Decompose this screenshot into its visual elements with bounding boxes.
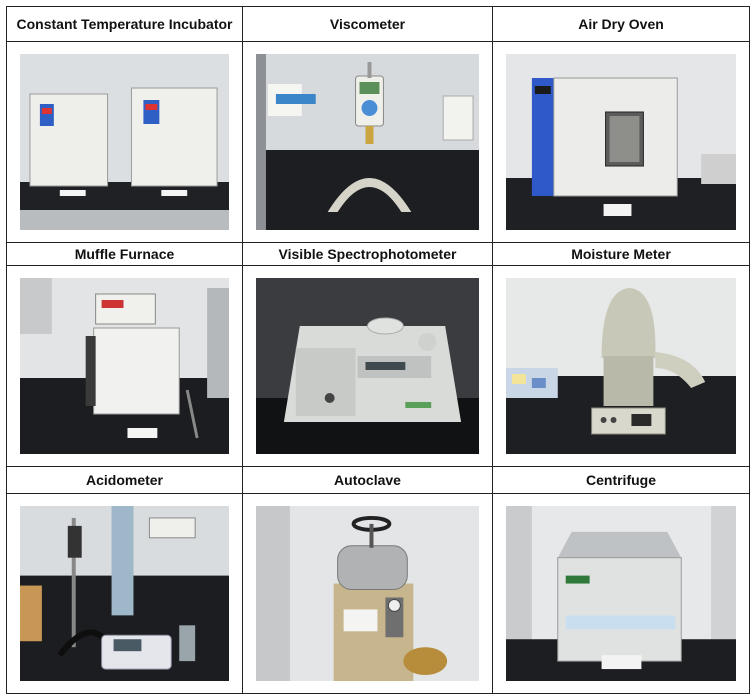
cell-image-viscometer (243, 42, 493, 243)
cell-image-autoclave (243, 494, 493, 694)
cell-image-acidometer (6, 494, 243, 694)
cell-title-autoclave: Autoclave (243, 467, 493, 494)
cell-title-viscometer: Viscometer (243, 6, 493, 42)
cell-image-muffle-furnace (6, 266, 243, 467)
cell-image-centrifuge (493, 494, 750, 694)
header-row-2: Muffle Furnace Visible Spectrophotometer… (6, 243, 750, 266)
cell-title-incubator: Constant Temperature Incubator (6, 6, 243, 42)
cell-image-air-dry-oven (493, 42, 750, 243)
muffle-furnace-photo (20, 278, 229, 454)
viscometer-photo (256, 54, 479, 230)
image-row-3 (6, 494, 750, 694)
cell-title-air-dry-oven: Air Dry Oven (493, 6, 750, 42)
header-row-3: Acidometer Autoclave Centrifuge (6, 467, 750, 494)
autoclave-photo (256, 506, 479, 681)
cell-title-acidometer: Acidometer (6, 467, 243, 494)
cell-title-centrifuge: Centrifuge (493, 467, 750, 494)
image-row-1 (6, 42, 750, 243)
header-row-1: Constant Temperature Incubator Viscomete… (6, 6, 750, 42)
image-row-2 (6, 266, 750, 467)
centrifuge-photo (506, 506, 736, 681)
moisture-meter-photo (506, 278, 736, 454)
equipment-table: Constant Temperature Incubator Viscomete… (6, 6, 750, 694)
cell-title-spectrophotometer: Visible Spectrophotometer (243, 243, 493, 266)
cell-image-moisture-meter (493, 266, 750, 467)
incubator-photo (20, 54, 229, 230)
cell-image-incubator (6, 42, 243, 243)
spectrophotometer-photo (256, 278, 479, 454)
cell-title-muffle-furnace: Muffle Furnace (6, 243, 243, 266)
cell-image-spectrophotometer (243, 266, 493, 467)
acidometer-photo (20, 506, 229, 681)
air-dry-oven-photo (506, 54, 736, 230)
cell-title-moisture-meter: Moisture Meter (493, 243, 750, 266)
